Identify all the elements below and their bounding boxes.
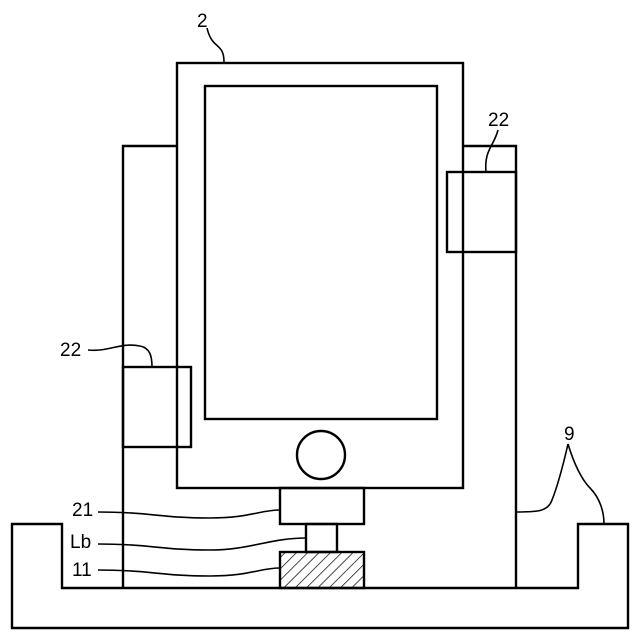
home-button [297,431,345,479]
label-holder-left: 22 [60,340,81,361]
leader-device [207,28,224,62]
terminal [280,552,364,588]
label-holder-top-right: 22 [488,110,509,131]
label-terminal: 11 [72,560,92,581]
leader-stand-right [568,444,604,524]
leader-stand-left [516,444,568,512]
connector [280,488,364,524]
device-body [177,63,463,488]
leader-holder-top-right [486,130,498,172]
leader-connector [98,510,280,518]
leader-holder-left [88,345,152,367]
label-stand: 9 [564,424,575,445]
label-gap: Lb [70,532,91,553]
leader-terminal [98,568,280,576]
leader-gap [98,538,306,550]
device-screen [205,86,437,419]
label-connector: 21 [72,500,93,521]
holder-top-right [447,172,516,252]
gap-lb [306,524,337,552]
label-device: 2 [197,11,208,32]
holder-left [123,367,191,447]
